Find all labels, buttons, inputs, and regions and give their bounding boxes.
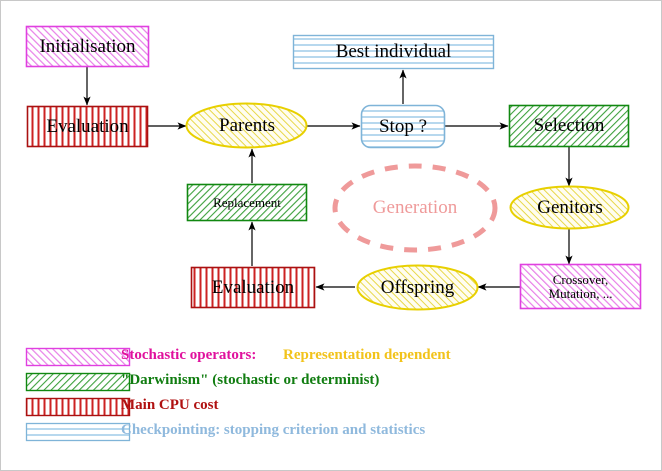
node-evaluation-bottom [190, 266, 316, 309]
legend-darwinism-primary: "Darwinism" (stochastic or determinist) [121, 372, 380, 388]
node-offspring [356, 264, 479, 311]
legend-stochastic-secondary: Representation dependent [283, 347, 451, 363]
node-generation [332, 163, 498, 253]
node-generation-label: Generation [372, 197, 458, 218]
node-genitors [509, 185, 630, 230]
node-parents [185, 102, 308, 149]
node-best-individual [292, 34, 495, 70]
legend-checkpointing-primary: Checkpointing: stopping criterion and st… [121, 422, 426, 438]
node-stop [360, 104, 446, 149]
node-initialisation [25, 25, 150, 68]
node-replacement [186, 183, 308, 222]
legend-swatch-checkpointing [25, 422, 131, 442]
legend-cpu-cost-primary: Main CPU cost [121, 397, 219, 413]
legend-swatch-stochastic [25, 347, 131, 367]
legend-stochastic-primary: Stochastic operators: [121, 347, 257, 363]
legend-swatch-cpu-cost [25, 397, 131, 417]
node-crossover-mutation [519, 263, 642, 310]
node-selection [508, 104, 630, 148]
legend-swatch-darwinism [25, 372, 131, 392]
node-evaluation-top [26, 105, 149, 148]
